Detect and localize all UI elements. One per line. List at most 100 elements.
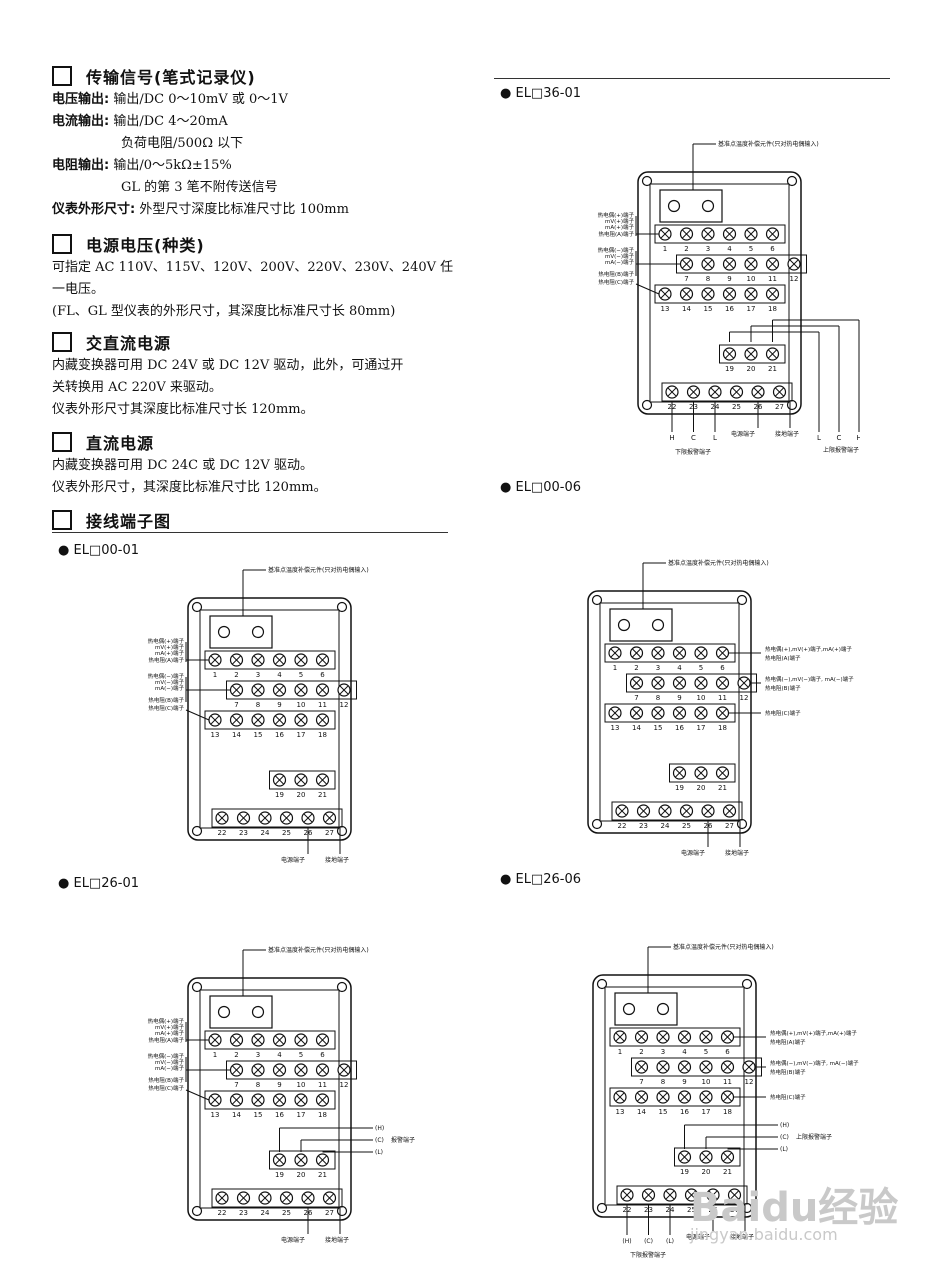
terminal-desc-label: mA(+)端子	[605, 223, 635, 231]
terminal-row-2-strip	[676, 254, 807, 274]
screw-slash	[232, 715, 241, 725]
terminal-number: 19	[680, 1168, 689, 1176]
terminal-desc-label: 热电阻(C)端子	[770, 1093, 806, 1101]
diagram-label-el26-06: ● EL□26-06	[500, 872, 581, 887]
screw-slash	[682, 289, 691, 299]
gl-note-line: GL 的第 3 笔不附传送信号	[121, 180, 278, 195]
section-divider	[52, 532, 448, 533]
terminal-desc-label: mV(−)端子	[155, 1058, 185, 1066]
terminal-number: 9	[677, 694, 681, 702]
terminal-number: 8	[661, 1078, 665, 1086]
screw-slash	[637, 1032, 646, 1042]
power-terminal-label: 电源端子	[731, 430, 755, 438]
mount-hole-icon	[191, 825, 203, 837]
watermark-url: jingyan.baidu.com	[690, 1225, 838, 1244]
terminal-number: 25	[687, 1206, 696, 1214]
terminal-row-3-strip	[604, 703, 736, 723]
screw-slash	[739, 678, 749, 688]
screw-slash	[675, 768, 684, 778]
terminal-number: 11	[723, 1078, 732, 1086]
terminal-number: 3	[656, 664, 660, 672]
terminal-number: 16	[275, 1111, 284, 1119]
screw-slash	[682, 229, 691, 239]
screw-slash	[746, 349, 756, 359]
terminal-desc-label: 热电阻(C)端子	[598, 278, 634, 286]
checkbox-icon	[52, 332, 72, 352]
terminal-row-3-strip	[654, 284, 786, 304]
screw-slash	[232, 1035, 241, 1045]
terminal-desc-label: 热电阻(B)端子	[148, 696, 184, 704]
screw-slash	[610, 708, 620, 718]
terminal-number: 17	[702, 1108, 711, 1116]
screw-slash	[703, 229, 713, 239]
screw-slash	[210, 655, 220, 665]
screw-slash	[217, 813, 227, 823]
screw-slash	[296, 715, 306, 725]
terminal-row-1-strip	[609, 1027, 741, 1047]
screw-slash	[696, 678, 706, 688]
screw-slash	[789, 259, 799, 269]
screw-slash	[701, 1152, 711, 1162]
case-inner	[599, 602, 740, 822]
terminal-number: 12	[340, 701, 349, 709]
screw-slash	[253, 655, 263, 665]
terminal-number: 9	[727, 275, 731, 283]
screw-slash	[232, 655, 241, 665]
screw-slash	[746, 229, 756, 239]
terminal-row-5-strip	[211, 1188, 343, 1208]
terminal-number: 20	[747, 365, 756, 373]
terminal-number: 15	[254, 731, 263, 739]
mount-hole-icon	[641, 175, 653, 187]
terminal-row-3-strip	[204, 710, 336, 730]
screw-slash	[632, 648, 641, 658]
screw-slash	[639, 806, 648, 816]
terminal-row-4-strip	[674, 1147, 741, 1167]
dc-line-1: 内藏变换器可用 DC 24C 或 DC 12V 驱动。	[52, 458, 313, 473]
screw-slash	[723, 1092, 732, 1102]
terminal-number: 25	[682, 822, 691, 830]
case-inner	[649, 183, 790, 403]
terminal-row-1-strip	[204, 650, 336, 670]
terminal-number: 24	[261, 1209, 270, 1217]
acdc-line-1: 内藏变换器可用 DC 24V 或 DC 12V 驱动，此外，可通过开	[52, 358, 404, 373]
terminal-desc-label: mA(+)端子	[155, 649, 185, 657]
screw-slash	[675, 678, 684, 688]
screw-slash	[680, 1032, 689, 1042]
mount-hole-icon	[786, 175, 798, 187]
terminal-number: 1	[618, 1048, 622, 1056]
terminal-number: 17	[297, 731, 306, 739]
cjc-screw-icon	[622, 1002, 636, 1016]
cjc-screw-icon	[656, 1002, 670, 1016]
screw-slash	[275, 1065, 284, 1075]
terminal-number: 2	[639, 1048, 643, 1056]
ground-terminal-label: 接地端子	[325, 856, 349, 863]
screw-slash	[260, 1193, 270, 1203]
terminal-desc-label: mA(−)端子	[155, 684, 185, 692]
screw-slash	[732, 387, 741, 397]
cjc-block	[609, 608, 673, 642]
terminal-number: 4	[277, 671, 282, 679]
terminal-number: 18	[723, 1108, 732, 1116]
terminal-desc-label: 热电阻(A)端子	[148, 656, 184, 664]
cjc-block	[209, 615, 273, 649]
terminal-row-2-strip	[226, 680, 357, 700]
terminal-number: 10	[297, 1081, 306, 1089]
size-line: 仪表外形尺寸: 外型尺寸深度比标准尺寸比 100mm	[52, 202, 349, 217]
screw-slash	[675, 648, 684, 658]
terminal-number: 15	[704, 305, 713, 313]
cjc-label: 基准点温度补偿元件(只对热电偶输入)	[718, 140, 819, 148]
mount-hole-icon	[741, 978, 753, 990]
terminal-row-4-strip	[719, 344, 786, 364]
terminal-desc-label: 热电偶(+),mV(+)端子,mA(+)端子	[770, 1029, 857, 1037]
terminal-row-5-strip	[616, 1185, 748, 1205]
screw-slash	[660, 806, 670, 816]
screw-slash	[696, 648, 706, 658]
cjc-screw-icon	[251, 625, 265, 639]
terminal-desc-label: 热电阻(C)端子	[148, 1084, 184, 1092]
terminal-desc-label: 热电偶(+),mV(+)端子,mA(+)端子	[765, 645, 852, 653]
screw-slash	[689, 387, 698, 397]
terminal-number: 23	[239, 829, 248, 837]
mount-hole-icon	[191, 601, 203, 613]
screw-slash	[275, 715, 284, 725]
